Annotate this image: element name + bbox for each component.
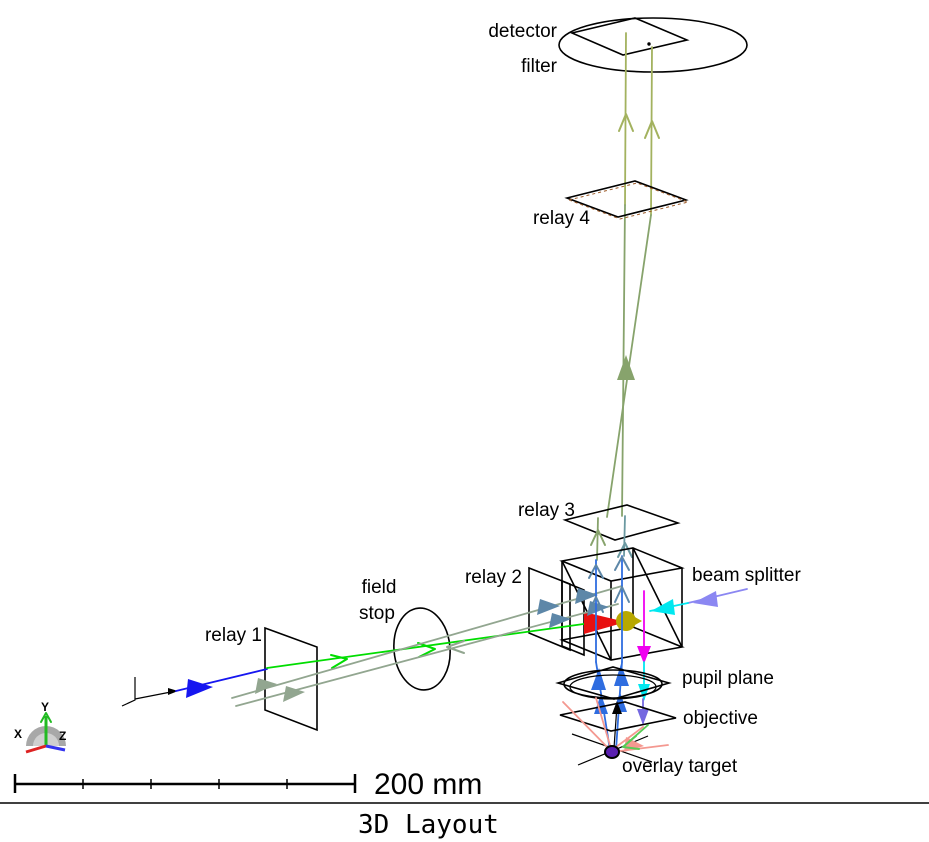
label-relay3: relay 3 [518, 500, 575, 521]
ray-beam-splitter-input [649, 588, 748, 615]
arrow-teal-left [590, 529, 606, 546]
pupil-plane [555, 666, 672, 700]
axis-z-arrow [45, 744, 66, 752]
pupil-ellipse-inner [569, 674, 657, 700]
ray-purple-input [687, 588, 748, 604]
source-arrowhead [168, 688, 178, 695]
arrow-green-1 [330, 654, 348, 669]
ray-teal-left [596, 517, 599, 561]
pupil-plane-outline [555, 666, 672, 700]
arrow-steel-1 [537, 599, 560, 615]
ray-bundle-vertical [588, 555, 651, 751]
detector-filter-assembly [558, 17, 748, 73]
arrow-sage-blob2 [283, 686, 305, 702]
ray-salmon-3 [611, 744, 669, 753]
ray-olive-left [624, 32, 627, 206]
arrow-steel-up-2 [614, 586, 630, 603]
arrow-royal-2 [594, 694, 608, 714]
splitter-diagonal-right [632, 547, 683, 648]
orientation-axes-widget[interactable]: X Y Z [14, 700, 66, 754]
arrow-olive-right [644, 120, 660, 139]
arrow-purple-blob [693, 591, 718, 607]
arrow-magenta-down [637, 646, 651, 664]
arrow-indigo-down [637, 709, 649, 725]
arrow-steel-2 [575, 588, 598, 604]
ray-olive-right [650, 46, 653, 216]
arrow-royal-1 [591, 668, 606, 690]
arrow-sage-blob1 [255, 678, 277, 694]
arrow-teal-right [617, 542, 633, 558]
ray-bundle-detector [606, 32, 660, 518]
relay1-lens [264, 626, 318, 732]
arrow-steel-3 [549, 613, 571, 628]
label-relay1: relay 1 [205, 625, 262, 646]
scale-bar-label: 200 mm [374, 768, 482, 801]
relay4-second-surface [567, 182, 690, 220]
scale-bar: 200 mm [13, 768, 482, 801]
label-pupil-plane: pupil plane [682, 668, 774, 689]
axis-z-label: Z [59, 729, 66, 743]
filter-ellipse [558, 17, 748, 73]
label-field-stop-1: field [362, 577, 397, 598]
ray-hit-dot [647, 42, 651, 46]
arrow-olive-left [618, 113, 634, 132]
source-bracket [121, 677, 136, 707]
arrow-sage-crossing [617, 355, 635, 380]
window-title: 3D Layout [358, 810, 499, 840]
relay4-outline [564, 180, 689, 218]
label-overlay-target: overlay target [622, 756, 738, 777]
axis-x-arrow [25, 744, 47, 754]
component-labels: detector filter relay 4 relay 3 relay 2 … [205, 21, 801, 777]
footer: 3D Layout [0, 802, 929, 840]
pupil-ellipse-outer [563, 669, 663, 699]
ray-sage-vertical [621, 204, 626, 517]
arrow-sage-return [446, 640, 465, 654]
arrow-target-black [612, 701, 622, 714]
relay2-element2 [561, 579, 585, 657]
arrow-cyan-down [638, 684, 650, 701]
overlay-target [562, 697, 669, 766]
arrow-steel-up-1 [588, 596, 604, 613]
splitter-diagonal-front [561, 560, 612, 661]
label-field-stop-2: stop [359, 603, 395, 624]
target-blob [604, 745, 620, 759]
axis-y-label: Y [41, 700, 49, 714]
label-detector: detector [488, 21, 557, 42]
arrow-steel-up-3 [588, 564, 604, 579]
label-beam-splitter: beam splitter [692, 565, 801, 586]
objective-outline [559, 701, 677, 732]
ray-green-chief [266, 621, 599, 669]
arrow-target-green [622, 735, 640, 750]
relay4-lens [564, 180, 690, 220]
objective-lens [559, 701, 677, 732]
axis-y-arrowhead [40, 712, 52, 723]
label-objective: objective [683, 708, 758, 729]
label-relay2: relay 2 [465, 567, 522, 588]
arrow-red [584, 612, 626, 634]
beam-splitter-cube [559, 547, 685, 661]
source-marker [121, 677, 178, 707]
ray-sage-marginal1 [231, 585, 623, 699]
label-relay4: relay 4 [533, 208, 590, 229]
relay2-lens [528, 566, 585, 657]
detector-plane [569, 17, 690, 56]
ray-salmon-1 [562, 701, 613, 753]
ray-salmon-2 [595, 697, 613, 753]
label-filter: filter [521, 56, 558, 77]
focus-blob-tip [626, 612, 642, 630]
relay1-outline [264, 626, 318, 732]
arrow-steel-up-4 [614, 556, 630, 571]
axis-x-label: X [14, 727, 22, 741]
arrow-green-2 [417, 642, 436, 658]
ray-bundle-horizontal [175, 585, 642, 707]
arrow-blue-blob [186, 679, 213, 698]
arrow-cyan-blob [651, 599, 675, 615]
